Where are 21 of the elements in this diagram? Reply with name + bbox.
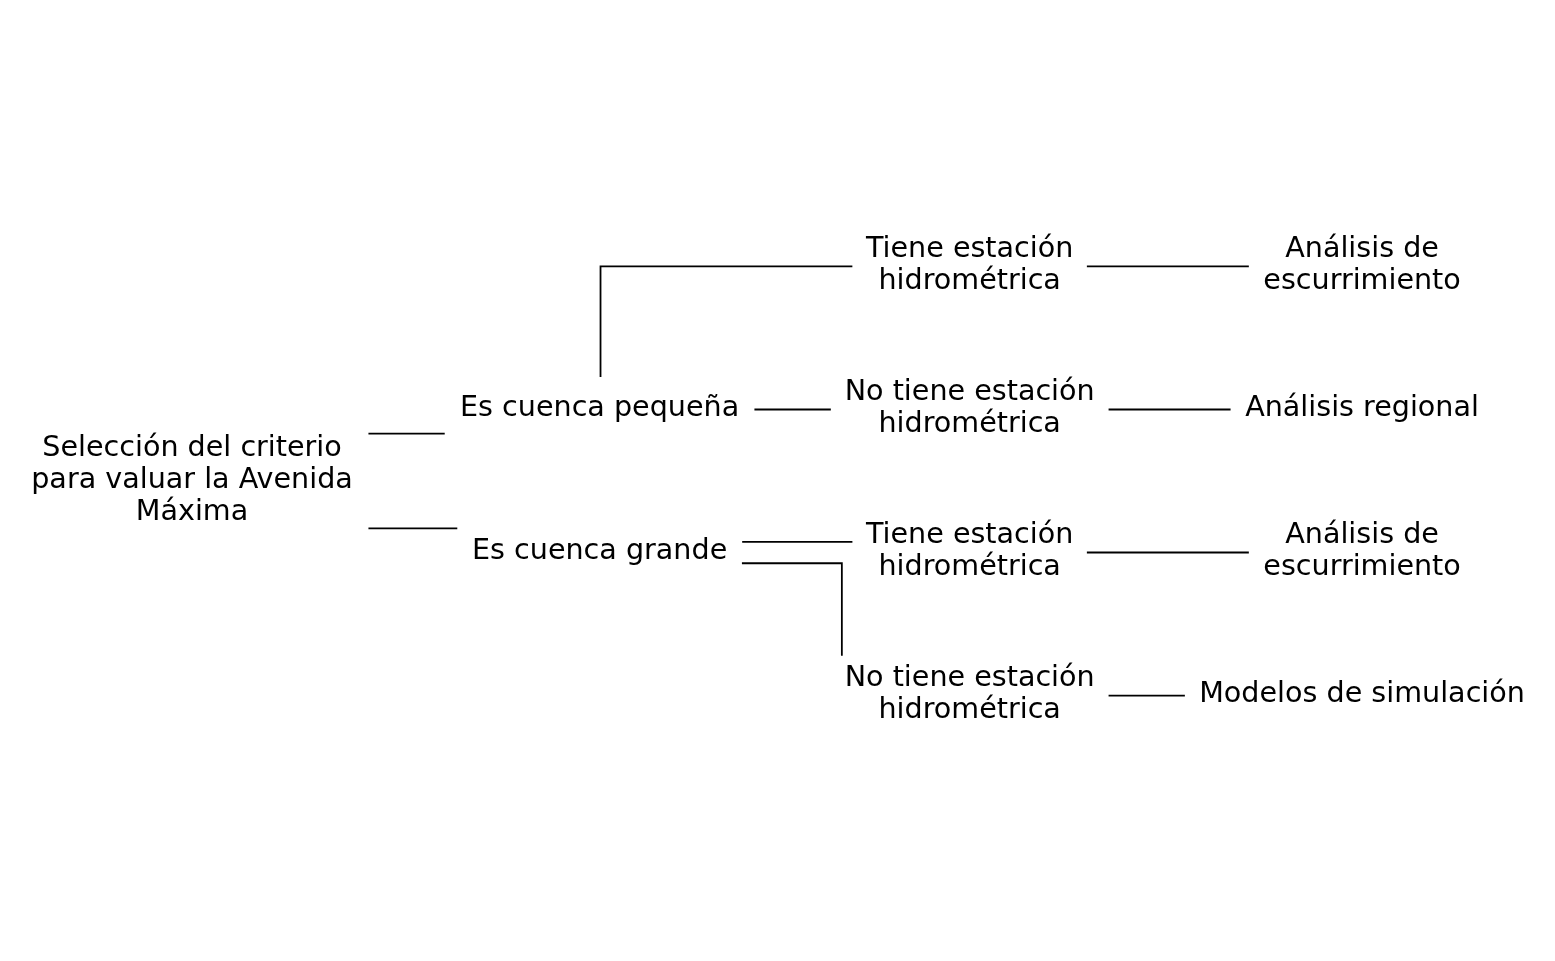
connector (753, 408, 832, 410)
connector (1085, 265, 1250, 267)
node-text: Tiene estación hidrométrica (865, 515, 1074, 582)
node-text: No tiene estación hidrométrica (844, 658, 1095, 725)
node-text: Es cuenca grande (472, 531, 728, 566)
connector (367, 432, 446, 435)
connector (741, 540, 854, 543)
node-text: Tiene estación hidrométrica (865, 229, 1074, 296)
node-text: Análisis regional (1245, 388, 1479, 423)
node-text: Selección del criterio para valuar la Avenida Máxima (31, 428, 353, 527)
node-text: No tiene estación hidrométrica (844, 372, 1095, 439)
node-text: Análisis de escurrimiento (1263, 515, 1461, 582)
node-text: Análisis de escurrimiento (1263, 229, 1461, 296)
connector (1107, 408, 1232, 410)
connector (1085, 551, 1250, 553)
node-text: Es cuenca pequeña (460, 388, 740, 423)
connector (367, 526, 459, 529)
connector (599, 265, 854, 378)
connector (741, 561, 843, 657)
node-text: Modelos de simulación (1199, 674, 1525, 709)
connector (1107, 694, 1186, 696)
